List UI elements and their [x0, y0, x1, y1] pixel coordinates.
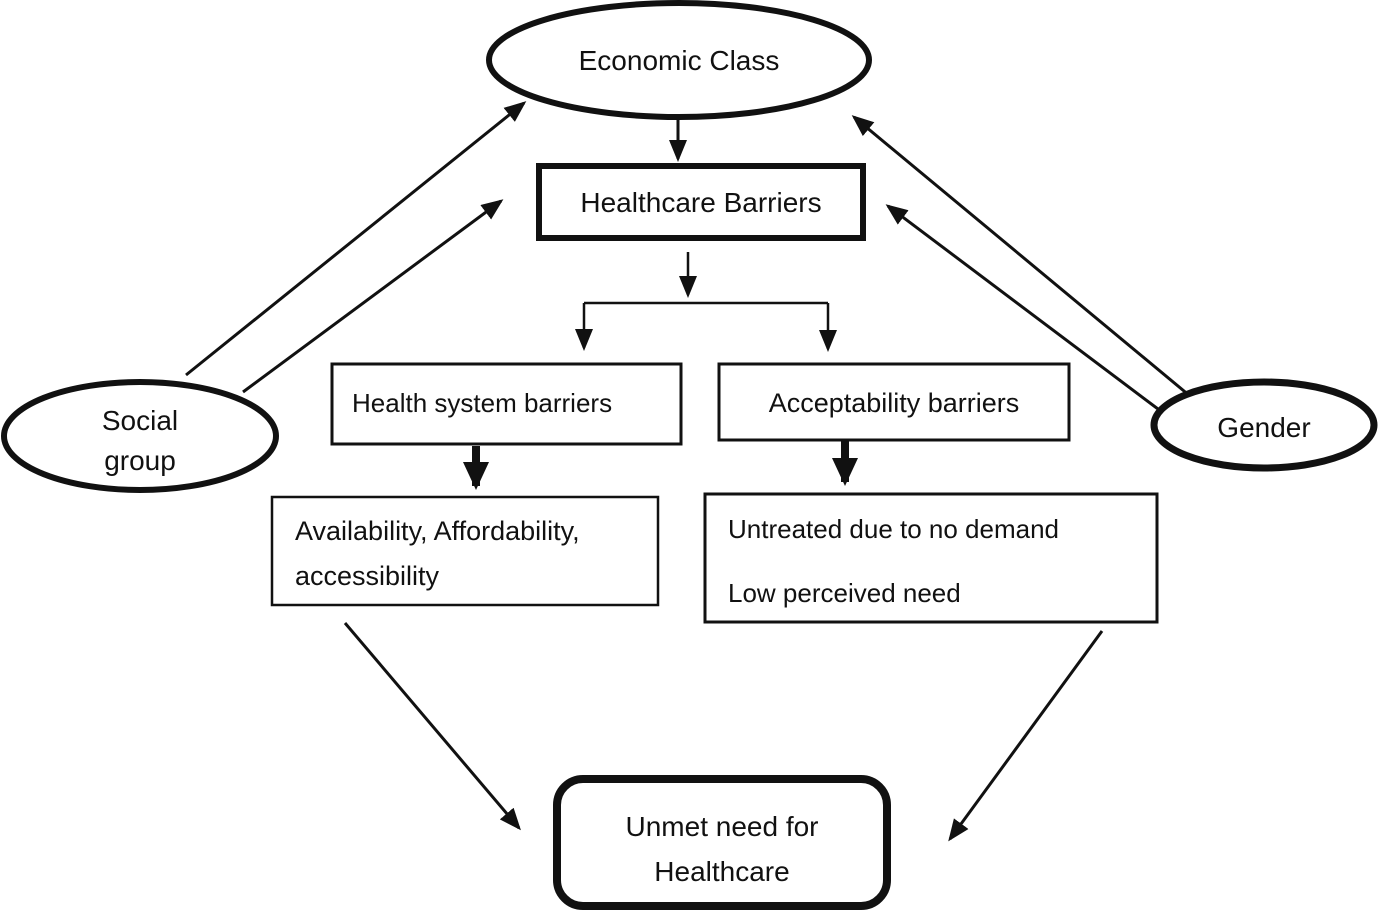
- edge-gender-to-healthcare-barriers: [885, 204, 1163, 414]
- unmet-need-node: [553, 775, 891, 910]
- social-group-label-line2: group: [104, 445, 176, 476]
- economic-class-label: Economic Class: [579, 45, 780, 76]
- gender-label: Gender: [1217, 412, 1310, 443]
- edge-untreated-to-unmet-need: [948, 630, 1104, 842]
- untreated-node: [703, 492, 1159, 624]
- edge-social-group-to-economic-class: [185, 101, 527, 377]
- healthcare-barriers-label: Healthcare Barriers: [580, 187, 821, 218]
- health-system-barriers-node: [330, 362, 683, 446]
- health-system-barriers-label: Health system barriers: [352, 388, 612, 418]
- healthcare-barriers-node: [536, 163, 866, 241]
- edges-group: [185, 101, 1191, 842]
- unmet-need-label-line1: Unmet need for: [626, 811, 819, 842]
- edge-social-group-to-healthcare-barriers: [242, 199, 504, 394]
- unmet-need-label-line2: Healthcare: [654, 856, 789, 887]
- edge-availability-to-unmet-need: [343, 622, 521, 831]
- untreated-label-line2: Low perceived need: [728, 578, 961, 608]
- acceptability-barriers-node: [717, 362, 1071, 442]
- economic-class-node: [486, 0, 872, 120]
- social-group-label-line1: Social: [102, 405, 178, 436]
- availability-label-line2: accessibility: [295, 561, 440, 591]
- availability-node: [270, 495, 660, 607]
- acceptability-barriers-label: Acceptability barriers: [769, 388, 1020, 418]
- edge-gender-to-economic-class: [851, 115, 1191, 398]
- availability-label-line1: Availability, Affordability,: [295, 516, 580, 546]
- untreated-label-line1: Untreated due to no demand: [728, 514, 1059, 544]
- gender-node: [1150, 378, 1378, 472]
- social-group-node: [1, 379, 279, 493]
